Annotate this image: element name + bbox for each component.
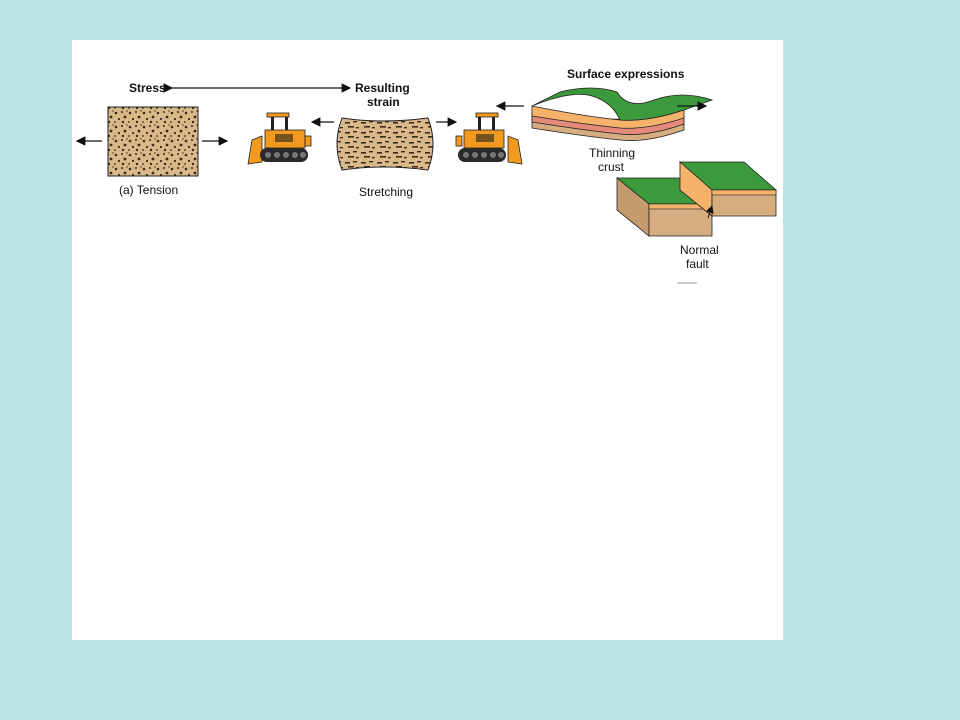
thinning-crust-label-2: crust xyxy=(598,160,625,174)
normal-fault-blocks xyxy=(615,161,778,237)
thinning-crust-label-1: Thinning xyxy=(589,146,635,160)
thinning-crust-slab xyxy=(531,87,714,141)
normal-fault-label-1: Normal xyxy=(680,243,719,257)
resulting-strain-label-1: Resulting xyxy=(355,81,410,95)
tension-stress-diagram: Stress Resulting strain Surface expressi… xyxy=(75,67,778,284)
bulldozer-right-icon xyxy=(455,112,523,165)
rock-block-tension xyxy=(107,106,199,177)
stress-label: Stress xyxy=(129,81,166,95)
bulldozer-left-icon xyxy=(247,112,312,165)
stretching-label: Stretching xyxy=(359,185,413,199)
normal-fault-label-2: fault xyxy=(686,257,709,271)
resulting-strain-label-2: strain xyxy=(367,95,400,109)
slide-canvas: Stress Resulting strain Surface expressi… xyxy=(72,40,783,640)
rock-block-stretched xyxy=(336,117,434,171)
surface-expressions-label: Surface expressions xyxy=(567,67,685,81)
tension-label: (a) Tension xyxy=(119,183,178,197)
